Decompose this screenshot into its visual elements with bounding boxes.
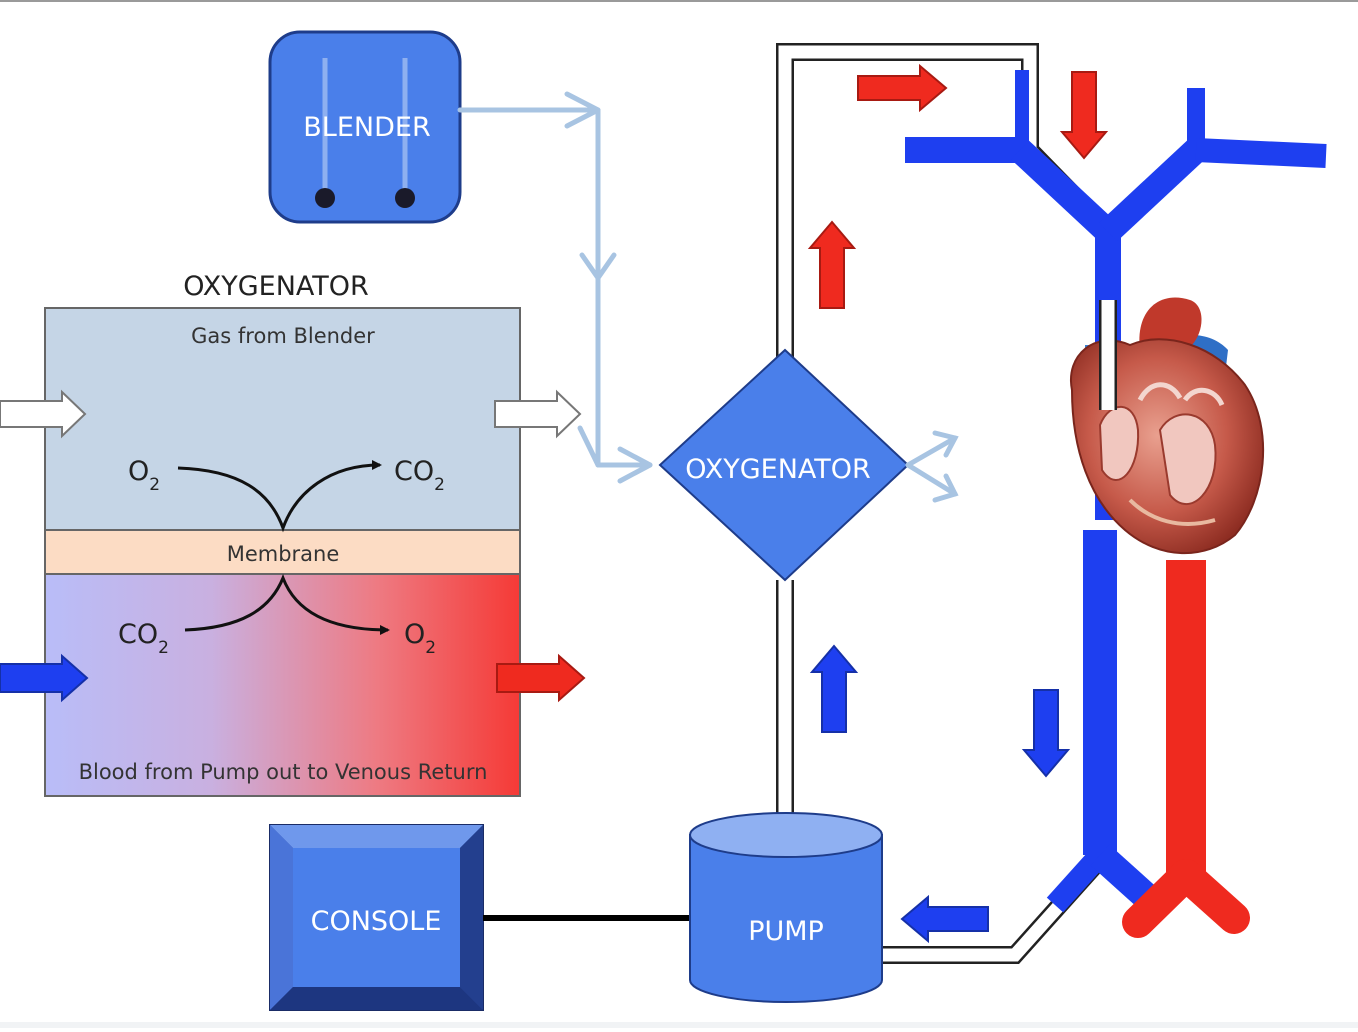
flow-left-blue-arrow-icon [900,894,989,944]
oxygenator-detail-title: OXYGENATOR [183,271,369,302]
bottom-strip [0,1022,1358,1028]
gas-line [457,91,653,484]
blender-device: BLENDER [268,30,462,224]
blood-inlet-arrow-icon [0,653,89,703]
blood-in-molecule: CO2 [118,619,169,658]
console-device: CONSOLE [269,824,484,1011]
blood-out-molecule: O2 [404,619,436,658]
blood-chamber-label: Blood from Pump out to Venous Return [79,760,488,784]
gas-chamber-label: Gas from Blender [191,324,375,348]
gas-inlet-arrow-icon [0,389,87,439]
membrane [44,529,521,575]
flow-down-blue-arrow-icon [1021,689,1071,778]
pump-label: PUMP [748,916,824,947]
blender-label: BLENDER [303,112,430,143]
oxygenator-unit-label: OXYGENATOR [685,454,871,485]
flow-down-arrow-icon [1059,71,1109,160]
exhaust-gas-arrow-icon [905,430,959,503]
pump-device: PUMP [689,812,883,1003]
membrane-label: Membrane [227,542,340,566]
console-label: CONSOLE [311,906,442,937]
oxygenator-unit: OXYGENATOR [658,348,959,582]
heart-illustration [1069,297,1265,555]
oxygenator-detail: OXYGENATOR Gas from Blender Membrane Blo… [0,271,586,797]
flow-up-blue-arrow-icon [809,644,859,733]
vasculature [905,70,1327,938]
flow-right-arrow-icon [857,63,948,113]
blood-exchange-curve [184,573,390,635]
blender-knob-icon [395,188,415,208]
gas-outlet-arrow-icon [494,389,582,439]
gas-chamber [44,307,521,531]
gas-out-molecule: CO2 [394,456,445,495]
gas-in-molecule: O2 [128,456,160,495]
blender-knob-icon [315,188,335,208]
blood-outlet-arrow-icon [496,653,586,703]
flow-up-red-arrow-icon [807,220,857,309]
gas-exchange-curve [177,460,382,533]
